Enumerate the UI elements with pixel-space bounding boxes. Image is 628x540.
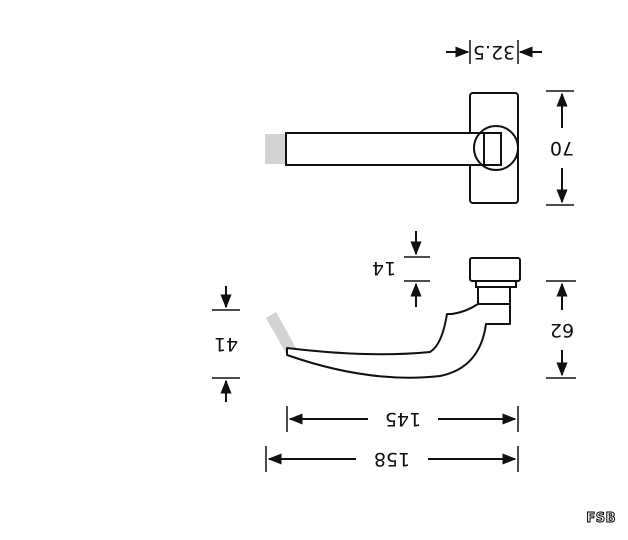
dim-label-inner-length: 145 xyxy=(385,408,421,430)
neck-cap xyxy=(469,257,521,282)
lever-profile xyxy=(286,284,511,379)
dim-lever-drop: 41 xyxy=(212,286,240,402)
lever-tip-fade xyxy=(266,312,296,355)
dim-label-neck-height: 14 xyxy=(372,257,396,279)
dim-label-total-height: 62 xyxy=(550,319,574,341)
dim-neck-height: 14 xyxy=(372,231,430,307)
dim-label-rose-width: 32.5 xyxy=(473,41,515,63)
dim-label-lever-drop: 41 xyxy=(214,333,238,355)
rose-boss xyxy=(473,125,519,171)
dim-inner-length: 145 xyxy=(286,406,519,432)
lever-end-fade xyxy=(265,134,287,164)
dim-rose-width: 32.5 xyxy=(446,40,542,64)
dim-total-length: 158 xyxy=(265,446,519,472)
dim-label-total-length: 158 xyxy=(374,448,410,470)
dim-total-height: 62 xyxy=(546,280,576,379)
dim-rose-height: 70 xyxy=(546,90,574,206)
lever-bar xyxy=(285,132,502,166)
dim-label-rose-height: 70 xyxy=(550,137,574,159)
brand-logo: FSB xyxy=(586,511,616,527)
side-view xyxy=(266,257,521,379)
top-view xyxy=(265,92,519,204)
